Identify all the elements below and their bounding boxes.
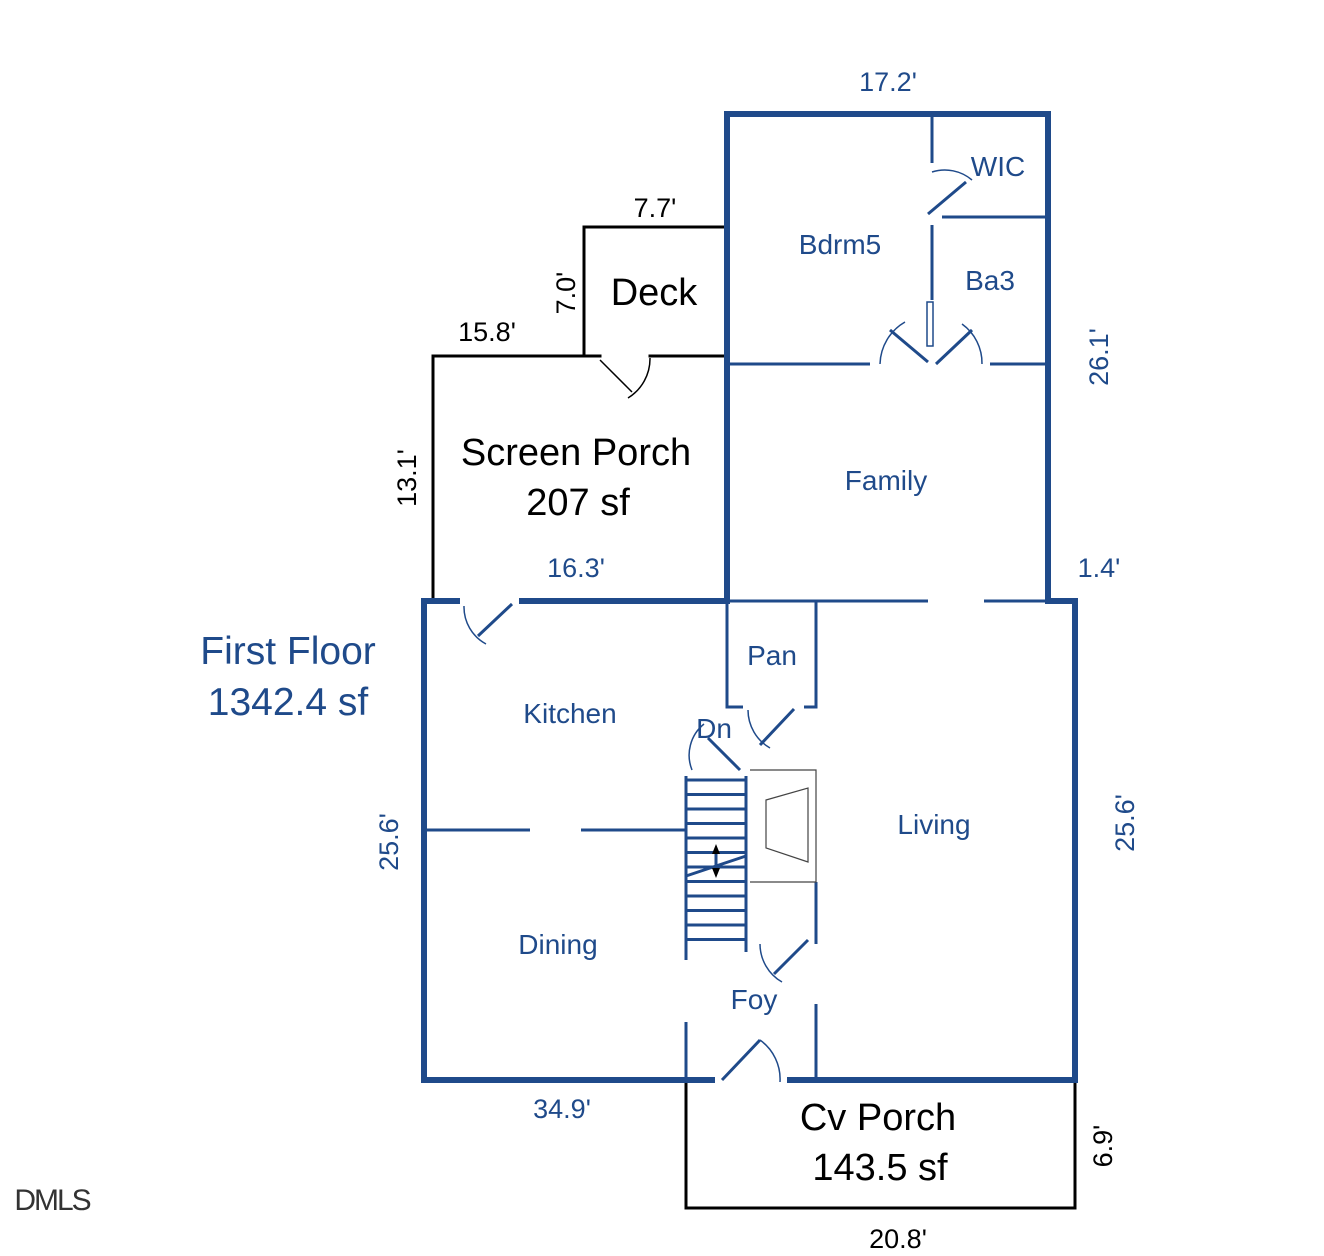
- bdrm-door-left-swing: [879, 321, 906, 365]
- ba3-door-leaf: [934, 328, 974, 366]
- stair-door-swing: [688, 723, 705, 771]
- porch-label-cv-porch: Cv Porch: [800, 1097, 956, 1139]
- exterior-walls: [421, 111, 1078, 1083]
- pantry-door-leaf: [758, 707, 796, 747]
- porch-label-deck: Deck: [611, 272, 699, 314]
- dim-deck-width: 7.7': [634, 193, 677, 223]
- porch-area-screen-porch: 207 sf: [526, 482, 630, 524]
- fireplace: [750, 769, 817, 883]
- watermark-logo: DMLS: [14, 1184, 90, 1217]
- room-label-bdrm5: Bdrm5: [799, 229, 881, 260]
- dim-top-width: 17.2': [859, 67, 917, 97]
- labels: First Floor 1342.4 sf WIC Bdrm5 Ba3 Fami…: [14, 67, 1140, 1254]
- deck-door-swing: [627, 357, 651, 399]
- ba3-pocket-door: [926, 301, 934, 347]
- wic-door-swing: [931, 169, 973, 181]
- front-door-swing: [759, 1039, 781, 1083]
- room-label-dn: Dn: [696, 713, 732, 744]
- room-label-family: Family: [845, 465, 927, 496]
- closet-door-leaf: [772, 938, 810, 976]
- dim-deck-depth: 7.0': [551, 272, 581, 315]
- porch-label-screen-porch: Screen Porch: [461, 432, 691, 474]
- room-label-ba3: Ba3: [965, 265, 1015, 296]
- dim-right-jog: 1.4': [1078, 553, 1121, 583]
- dim-screen-porch-depth: 13.1': [392, 449, 422, 507]
- dim-cv-porch-width: 20.8': [869, 1224, 927, 1254]
- stair-door-leaf: [706, 736, 742, 772]
- doors: [463, 169, 983, 1083]
- porch-area-cv-porch: 143.5 sf: [812, 1147, 948, 1189]
- stair-arrow-down-icon: [712, 868, 720, 878]
- fireplace-hearth: [765, 787, 809, 863]
- closet-door-swing: [759, 943, 783, 983]
- stair-arrow-up-icon: [712, 844, 720, 854]
- dim-screen-porch-bottom: 16.3': [547, 553, 605, 583]
- dim-bottom-left: 34.9': [533, 1094, 591, 1124]
- exterior-wall-left: [421, 598, 715, 1083]
- exterior-wall-upper-right: [724, 111, 1078, 1083]
- deck-wall: [582, 225, 729, 358]
- bdrm-door-left: [889, 328, 929, 364]
- kitchen-door-leaf: [476, 602, 514, 638]
- interior-walls: [424, 114, 1048, 1080]
- front-door-leaf: [720, 1038, 762, 1082]
- deck-door-leaf: [599, 359, 633, 393]
- pantry-door-swing: [747, 709, 771, 749]
- room-label-wic: WIC: [971, 151, 1025, 182]
- pantry-wall-right: [804, 601, 818, 709]
- kitchen-door-swing: [463, 605, 487, 645]
- room-label-pantry: Pan: [747, 640, 797, 671]
- room-label-living: Living: [897, 809, 970, 840]
- dim-screen-porch-top: 15.8': [458, 317, 516, 347]
- cv-porch-wall: [684, 1078, 1077, 1210]
- room-label-foyer: Foy: [731, 984, 778, 1015]
- staircase: [684, 776, 748, 960]
- pantry-wall-left: [725, 601, 743, 709]
- dim-right-upper: 26.1': [1084, 328, 1114, 386]
- room-label-kitchen: Kitchen: [523, 698, 616, 729]
- fireplace-box: [750, 769, 817, 883]
- room-label-dining: Dining: [518, 929, 597, 960]
- floor-title: First Floor: [200, 630, 376, 673]
- ba3-door-swing: [961, 323, 983, 365]
- floor-area: 1342.4 sf: [208, 681, 369, 724]
- stair-treads: [686, 778, 746, 941]
- dim-left-lower: 25.6': [374, 813, 404, 871]
- dim-right-lower: 25.6': [1110, 794, 1140, 852]
- dim-cv-porch-depth: 6.9': [1088, 1125, 1118, 1168]
- screen-porch-wall: [431, 354, 586, 603]
- porch-walls: [431, 225, 1077, 1210]
- wic-door-leaf: [927, 180, 967, 216]
